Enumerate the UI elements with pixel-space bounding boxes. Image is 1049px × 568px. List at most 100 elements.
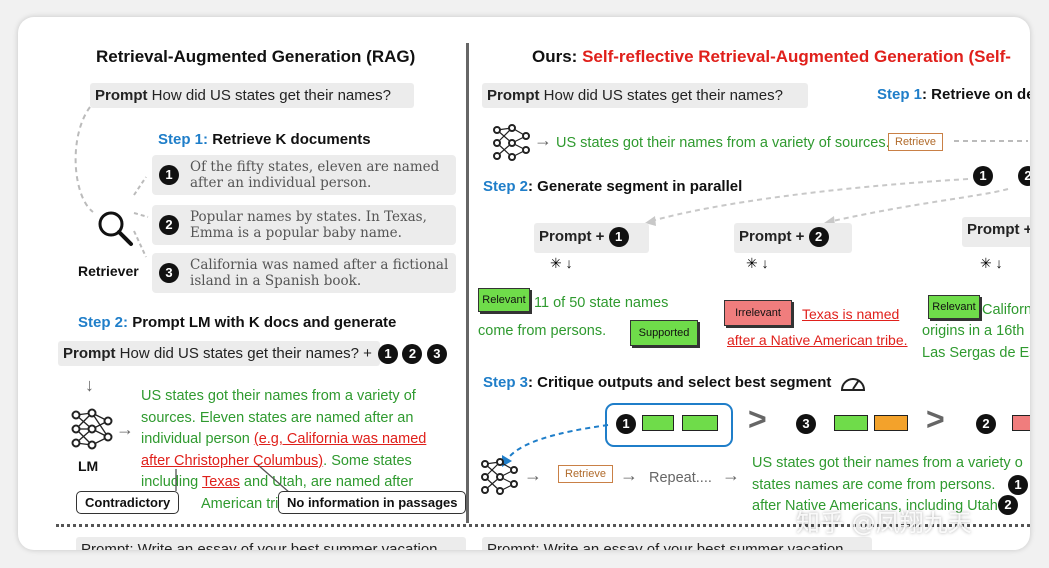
- relevant-badge-3: Relevant: [928, 295, 980, 319]
- rag-prompt-with-docs: Prompt How did US states get their names…: [58, 341, 380, 366]
- retrieved-doc-2: 2 Popular names by states. In Texas, Emm…: [152, 205, 456, 245]
- rag-step2: Step 2: Prompt LM with K docs and genera…: [78, 314, 396, 331]
- contradictory-tag: Contradictory: [76, 491, 180, 514]
- col-doc-num-2: 2: [808, 227, 829, 247]
- neural-network-icon-bottom: [481, 458, 518, 495]
- repeat-label: Repeat....: [649, 470, 712, 486]
- self-rag-step1: Step 1: Retrieve on de: [877, 86, 1030, 103]
- final-doc-ref-1: 1: [1008, 475, 1028, 495]
- col-doc-num-1: 1: [608, 227, 629, 247]
- step1-doc-ref-2: 2: [1018, 166, 1030, 186]
- final-doc-ref-2: 2: [998, 495, 1018, 515]
- right-step1-text: : Retrieve on de: [922, 86, 1030, 103]
- doc-number-3: 3: [159, 263, 179, 283]
- prompt2-label: Prompt: [63, 345, 116, 362]
- prompt2-text: How did US states get their names? +: [119, 345, 372, 362]
- figure-frame: Retrieval-Augmented Generation (RAG) Pro…: [18, 17, 1030, 550]
- final-line-2: states names are come from persons.: [752, 476, 996, 493]
- output-line-4: after Christopher Columbus). Some states: [141, 451, 441, 473]
- prompt-plus-doc-2: Prompt + 2: [734, 223, 852, 253]
- right-prompt-label: Prompt: [487, 87, 540, 104]
- segment-3-line-b: origins in a 16th: [922, 323, 1025, 339]
- lm-label: LM: [78, 458, 99, 474]
- doc-ref-3: 3: [426, 344, 447, 364]
- right-step2-number: Step 2: [483, 178, 529, 195]
- self-rag-title: Ours: Self-reflective Retrieval-Augmente…: [532, 47, 1011, 67]
- segment-3-line-c: Las Sergas de Es: [922, 345, 1030, 361]
- critique-connector-lines: [175, 464, 291, 494]
- relevant-badge-1: Relevant: [478, 288, 530, 312]
- down-arrow-icon: ↓: [85, 375, 94, 395]
- title-prefix: Ours:: [532, 47, 583, 66]
- network-arrow-1: ✳ ↓: [550, 255, 573, 271]
- doc-number-2: 2: [159, 215, 179, 235]
- right-arrow-icon-bottom-3: →: [722, 465, 740, 485]
- doc-text-2: Popular names by states. In Texas, Emma …: [190, 209, 427, 241]
- prompt-text: How did US states get their names?: [151, 87, 391, 104]
- greater-than-1: >: [748, 401, 767, 437]
- prompt-plus-label-3: Prompt +: [967, 221, 1030, 238]
- step2-number: Step 2:: [78, 314, 129, 331]
- output-line-1: US states got their names from a variety…: [141, 388, 416, 404]
- retrieved-doc-1: 1 Of the fifty states, eleven are named …: [152, 155, 456, 195]
- right-step2-text: : Generate segment in parallel: [528, 178, 743, 195]
- final-line-1: US states got their names from a variety…: [752, 455, 1023, 471]
- rank2-bar-a: [834, 415, 868, 431]
- magnifier-icon: [98, 211, 133, 246]
- rag-title: Retrieval-Augmented Generation (RAG): [96, 47, 416, 66]
- rank-doc-2: 2: [976, 414, 996, 434]
- no-information-tag: No information in passages: [278, 491, 467, 514]
- prompt-plus-doc-1: Prompt + 1: [534, 223, 649, 253]
- doc-ref-2: 2: [402, 344, 423, 364]
- initial-generation: US states got their names from a variety…: [556, 135, 890, 151]
- right-arrow-icon-bottom-1: →: [524, 465, 542, 485]
- output-line-4b: . Some states: [323, 452, 412, 469]
- step1-number: Step 1:: [158, 131, 209, 148]
- network-arrow-2: ✳ ↓: [746, 255, 769, 271]
- output-line-6: American tribe.: [201, 495, 299, 512]
- right-step3-number: Step 3: [483, 374, 529, 391]
- rag-prompt: Prompt How did US states get their names…: [90, 83, 414, 108]
- section-separator: [56, 524, 1030, 527]
- rag-retrieval-arrows: [74, 106, 149, 258]
- prompt-plus-label-1: Prompt +: [539, 228, 605, 245]
- output-line-5b: Texas: [202, 474, 240, 490]
- irrelevant-badge: Irrelevant: [724, 300, 792, 326]
- neural-network-icon: [71, 408, 113, 450]
- doc-number-group: 1 2 3: [378, 344, 447, 364]
- rank3-bar-a: [1012, 415, 1030, 431]
- doc-ref-1: 1: [378, 344, 398, 364]
- right-arrow-icon: →: [116, 419, 134, 439]
- rank-doc-1: 1: [616, 414, 636, 434]
- doc-text-3: California was named after a fictional i…: [190, 257, 449, 289]
- rank-doc-3: 3: [796, 414, 816, 434]
- final-output: US states got their names from a variety…: [752, 453, 1023, 518]
- step2-text: Prompt LM with K docs and generate: [132, 314, 397, 331]
- right-step1-number: Step 1: [877, 86, 923, 103]
- gauge-icon: [840, 378, 866, 391]
- self-rag-step2: Step 2: Generate segment in parallel: [483, 178, 742, 195]
- greater-than-2: >: [926, 401, 945, 437]
- right-arrow-icon-top: →: [534, 130, 552, 150]
- output-line-2: sources. Eleven states are named after a…: [141, 409, 414, 426]
- supported-badge: Supported: [630, 320, 698, 346]
- prompt-label: Prompt: [95, 87, 148, 104]
- output-line-5a: including: [141, 474, 203, 490]
- output-line-3: individual person (e.g, California was n…: [141, 429, 441, 451]
- output-line-3b: (e.g, California was named: [253, 431, 427, 447]
- self-rag-step3: Step 3: Critique outputs and select best…: [483, 374, 831, 391]
- output-line-5: including Texas and Utah, are named afte…: [141, 472, 441, 494]
- output-line-3a: individual person: [141, 431, 254, 447]
- rag-step1: Step 1: Retrieve K documents: [158, 131, 371, 148]
- right-step3-text: : Critique outputs and select best segme…: [528, 374, 832, 391]
- segment-2-line-b: after a Native American tribe.: [727, 332, 908, 348]
- retrieve-token-top: Retrieve: [888, 133, 943, 151]
- step1-text: Retrieve K documents: [212, 131, 371, 148]
- step1-doc-ref-1: 1: [973, 166, 993, 186]
- segment-3-line-a: Californ: [982, 302, 1030, 318]
- right-arrow-icon-bottom-2: →: [620, 465, 638, 485]
- doc-number-1: 1: [159, 165, 179, 185]
- neural-network-icon-top: [493, 124, 530, 161]
- segment-2-line-a: Texas is named: [802, 306, 900, 322]
- prompt-plus-doc-3: Prompt +: [962, 217, 1030, 247]
